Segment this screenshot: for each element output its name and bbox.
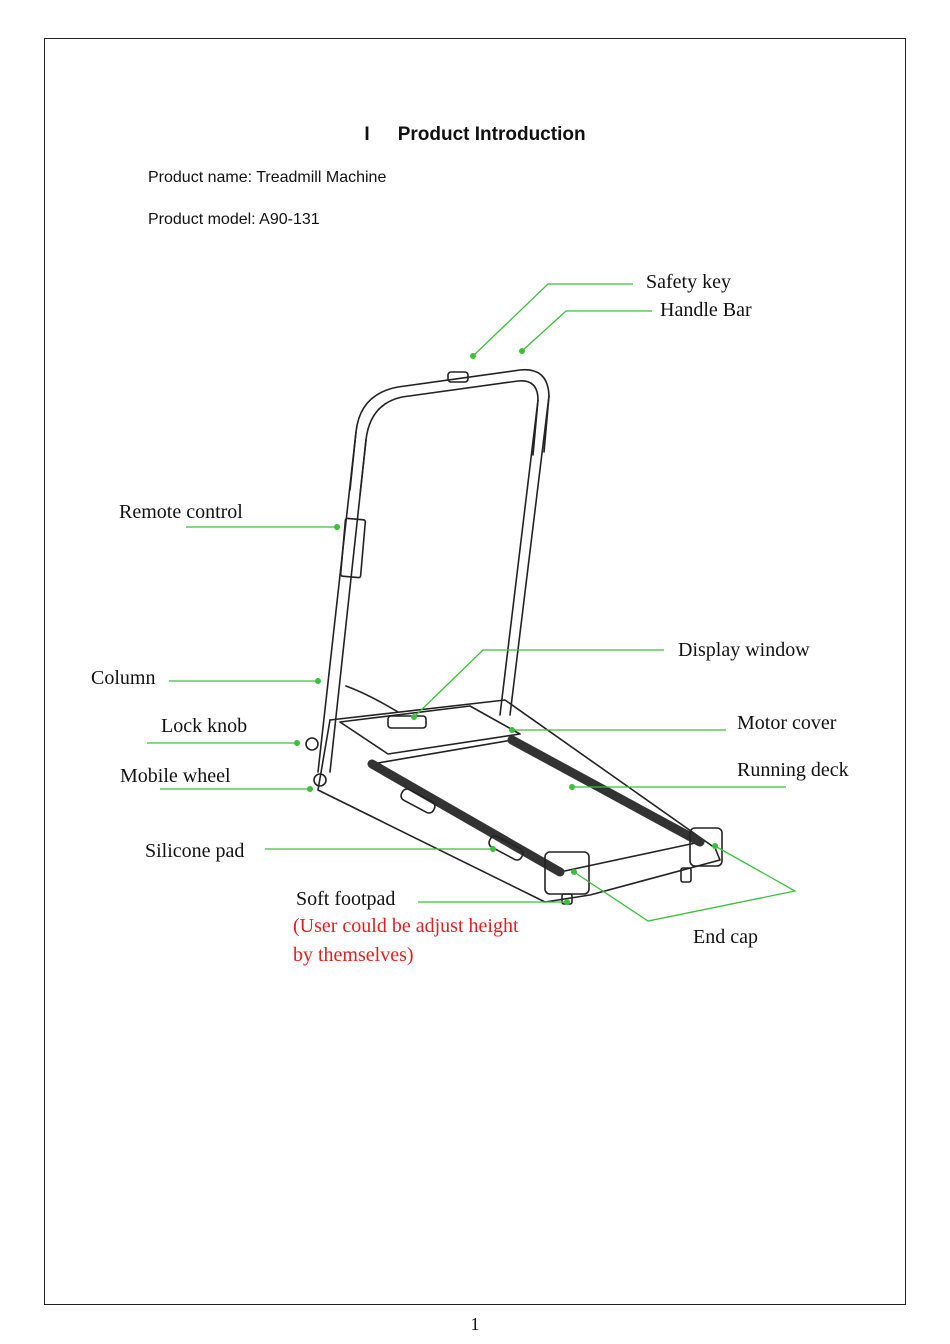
remote-holder-shape [341, 518, 366, 578]
end-cap-left-dot [571, 869, 577, 875]
column-dot [315, 678, 321, 684]
label-safety-key: Safety key [646, 271, 731, 294]
label-column: Column [91, 667, 155, 690]
handle-grip-left [350, 432, 366, 495]
display-window-shape [388, 716, 426, 728]
soft-footpad-dot [564, 899, 570, 905]
handle-bar-frame [318, 370, 549, 772]
label-mobile-wheel: Mobile wheel [120, 765, 231, 788]
label-lock-knob: Lock knob [161, 715, 247, 738]
note-line-1: (User could be adjust height [293, 915, 519, 938]
label-display-window: Display window [678, 639, 810, 662]
handle-bar-dot [519, 348, 525, 354]
motor-cover-dot [509, 727, 515, 733]
label-remote-control: Remote control [119, 501, 243, 524]
belt-right-edge [512, 740, 700, 842]
silicone-pad-dot [490, 846, 496, 852]
belt-outline [372, 740, 700, 872]
treadmill-illustration [306, 370, 722, 904]
cable [346, 686, 398, 712]
label-running-deck: Running deck [737, 759, 849, 782]
end-cap-right-dot [712, 843, 718, 849]
note-line-2: by themselves) [293, 944, 414, 967]
page-number: 1 [0, 1314, 950, 1335]
running-deck-dot [569, 784, 575, 790]
label-soft-footpad: Soft footpad [296, 888, 395, 911]
motor-cover-shape [340, 706, 520, 754]
remote-control-dot [334, 524, 340, 530]
handle-grip-right [533, 396, 549, 455]
safety-key-dot [470, 353, 476, 359]
label-silicone-pad: Silicone pad [145, 840, 244, 863]
end-cap-leader [574, 846, 795, 921]
end-cap-left-shape [545, 852, 589, 894]
lock-knob-dot [294, 740, 300, 746]
label-handle-bar: Handle Bar [660, 299, 752, 322]
handle-bar-leader [522, 311, 652, 351]
lock-knob-shape [306, 738, 318, 750]
display-window-dot [411, 714, 417, 720]
label-end-cap: End cap [693, 926, 758, 949]
belt-left-edge [372, 764, 560, 872]
display-window-leader [414, 650, 664, 717]
label-motor-cover: Motor cover [737, 712, 836, 735]
mobile-wheel-dot [307, 786, 313, 792]
safety-key-leader [473, 284, 633, 356]
